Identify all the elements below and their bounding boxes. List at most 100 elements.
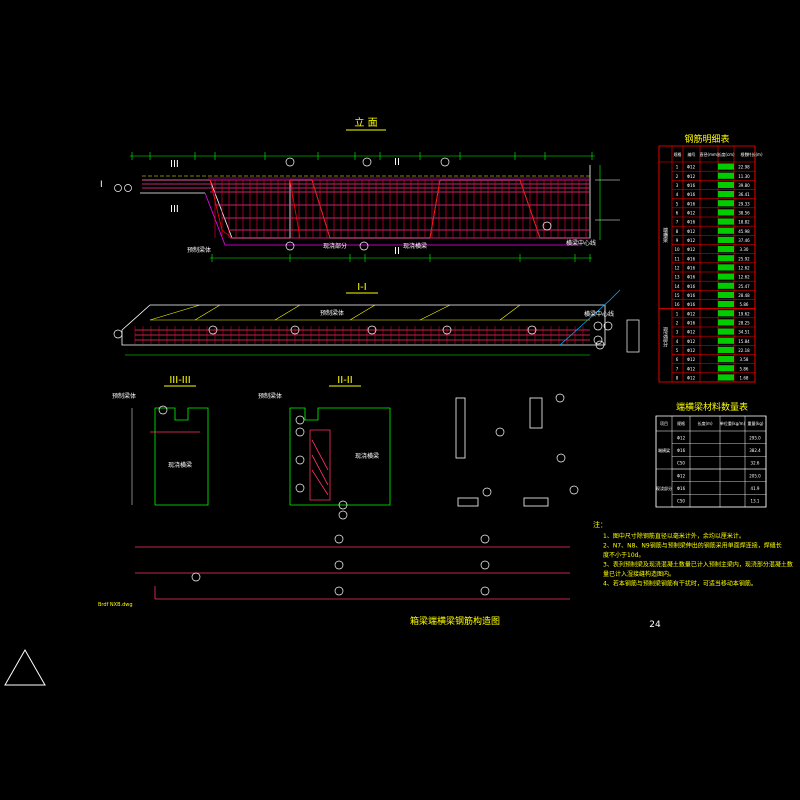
- rebar-table-cell-dia: Φ12: [687, 330, 696, 335]
- note-line: 2、N7、N8、N9钢筋与预制梁伸出的钢筋采用单面焊连接，焊缝长: [603, 542, 782, 550]
- label-f: 现浇横梁: [168, 461, 192, 469]
- section-2-title: II-II: [337, 375, 352, 386]
- rebar-table-cell-total: 22.18: [738, 348, 750, 353]
- section-1-curve: [559, 289, 621, 346]
- detail-hook-d: [523, 497, 549, 507]
- rebar-table-count-cell: [718, 346, 734, 353]
- rebar-table-cell-no: 11: [674, 256, 680, 261]
- rebar-table-group: 现浇部分: [662, 327, 668, 348]
- rebar-table-count-cell: [718, 310, 734, 317]
- rebar-table-cell-total: 19.62: [738, 311, 750, 316]
- rebar-table-group: 端横梁: [662, 227, 668, 244]
- rebar-table-header: 直径(mm): [700, 151, 719, 157]
- material-table-cell-spec: C50: [677, 461, 685, 466]
- rebar-table-cell-no: 5: [676, 201, 679, 206]
- rebar-table-cell-no: 10: [674, 247, 680, 252]
- material-table-cell-spec: C50: [677, 499, 685, 504]
- bottom-dimension-ticks: [211, 254, 591, 262]
- rebar-table-cell-total: 15.84: [738, 339, 750, 344]
- rebar-table-count-cell: [718, 236, 734, 243]
- rebar-table-cell-dia: Φ12: [687, 210, 696, 215]
- rebar-table-count-cell: [718, 227, 734, 234]
- rebar-table-count-cell: [718, 374, 734, 381]
- long-rebar-details: [135, 534, 570, 600]
- label-d2: 横梁中心线: [584, 310, 614, 318]
- section-3-title: III-III: [169, 375, 190, 386]
- material-table-header: 项目: [660, 420, 668, 426]
- section-2-rebars: [309, 429, 331, 501]
- bottom-outline: [204, 192, 580, 246]
- section-1-view: I-I 预制梁体 横梁中心线: [113, 282, 640, 356]
- rebar-table-cell-dia: Φ16: [687, 293, 696, 298]
- section-3-view: III-III 现浇横梁 预制梁体: [112, 375, 209, 506]
- rebar-table-count-cell: [718, 191, 734, 198]
- rebar-table-cell-total: 3.30: [740, 247, 749, 252]
- rebar-table-cell-dia: Φ16: [687, 201, 696, 206]
- rebar-table-cell-total: 5.86: [740, 366, 749, 371]
- rebar-table-cell-total: 25.92: [738, 256, 750, 261]
- file-label: Brdf NXB.dwg: [98, 602, 133, 608]
- elevation-title: 立 面: [354, 116, 377, 129]
- rebar-table-cell-no: 1: [676, 311, 679, 316]
- long-bar-callouts: [191, 534, 490, 596]
- rebar-table-cell-no: 16: [674, 302, 680, 307]
- rebar-table-count-cell: [718, 246, 734, 253]
- section-3-callout: [158, 405, 168, 415]
- material-table-title: 端横梁材料数量表: [676, 401, 748, 413]
- material-table-cell-spec: Φ12: [677, 473, 686, 478]
- rebar-table-cell-total: 12.62: [738, 265, 750, 270]
- rebar-table-cell-no: 6: [676, 357, 679, 362]
- rebar-table-count-cell: [718, 365, 734, 372]
- section-1-outline: [121, 304, 606, 346]
- elevation-view: 立 面 III III II II I: [100, 116, 620, 262]
- label-g: 现浇横梁: [355, 452, 379, 460]
- label-a: 预制梁体: [187, 246, 211, 254]
- material-table-cell-spec: Φ16: [677, 486, 686, 491]
- rebar-table-cell-dia: Φ12: [687, 238, 696, 243]
- detail-sketches: [455, 393, 579, 507]
- section-1-title: I-I: [357, 282, 367, 293]
- note-line: 3、表列预制梁及现浇混凝土数量已计入预制主梁内，现浇部分混凝土数: [603, 561, 793, 569]
- rebar-table-cell-no: 1: [676, 165, 679, 170]
- material-table-frame: [655, 415, 767, 508]
- rebar-table-cell-total: 28.25: [738, 320, 750, 325]
- rebar-table-cell-total: 22.98: [738, 165, 750, 170]
- rebar-table-cell-dia: Φ12: [687, 357, 696, 362]
- rebar-table-count-cell: [718, 273, 734, 280]
- rebar-table-cell-no: 3: [676, 183, 679, 188]
- rebar-table-cell-dia: Φ12: [687, 348, 696, 353]
- material-table-cell-spec: Φ16: [677, 448, 686, 453]
- section-mark-iii-bottom: III: [170, 204, 179, 215]
- section-2-view: II-II 现浇横梁 预制梁体: [258, 375, 391, 520]
- detail-hook-c: [457, 497, 479, 507]
- label-b: 现浇部分: [323, 242, 347, 250]
- ucs-triangle-icon: [4, 648, 46, 686]
- section-1-callouts: [113, 321, 613, 350]
- section-mark-iii-top: III: [170, 159, 179, 170]
- section-1-slab-outline: [149, 304, 590, 321]
- rebar-table-cell-no: 14: [674, 284, 680, 289]
- rebar-table-count-cell: [718, 218, 734, 225]
- rebar-table-count-cell: [718, 209, 734, 216]
- note-line: 1、图中尺寸除钢筋直径以毫米计外，余均以厘米计。: [603, 532, 745, 540]
- material-table-cell-weight: 295.0: [749, 435, 761, 440]
- rebar-table-count-cell: [718, 291, 734, 298]
- rebar-table-cell-no: 4: [676, 192, 679, 197]
- rebar-table-cell-total: 3.58: [740, 357, 749, 362]
- rebar-table-cell-total: 11.30: [738, 174, 750, 179]
- rebar-table-cell-total: 36.41: [738, 192, 750, 197]
- rebar-table-cell-no: 4: [676, 339, 679, 344]
- material-table-group: 端横梁: [658, 447, 670, 453]
- rebar-table-cell-total: 29.33: [738, 201, 750, 206]
- rebar-table-cell-dia: Φ12: [687, 375, 696, 380]
- rebar-table-cell-dia: Φ16: [687, 284, 696, 289]
- page-number: 24: [649, 620, 661, 630]
- rebar-table-header: 长度(cm): [717, 151, 735, 157]
- section-3-outline: [154, 407, 209, 506]
- rebar-table-count-cell: [718, 282, 734, 289]
- rebar-table-cell-no: 12: [674, 265, 680, 270]
- rebar-table-cell-no: 3: [676, 330, 679, 335]
